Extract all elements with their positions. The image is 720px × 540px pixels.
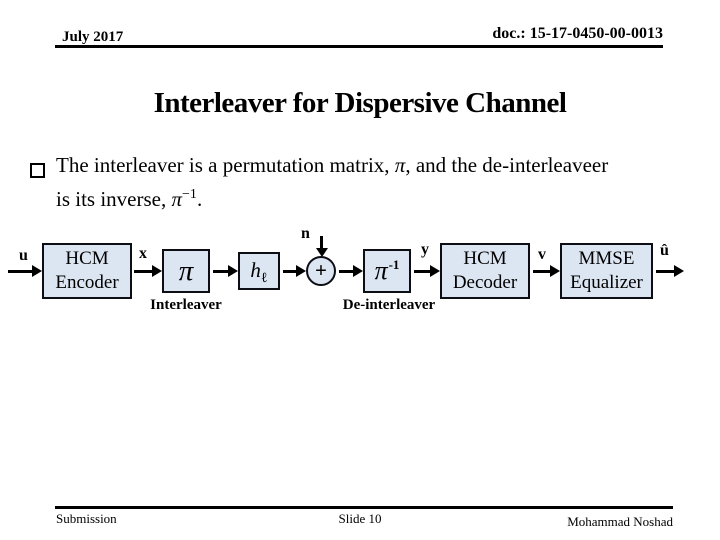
- block-interleaver: π: [162, 249, 210, 293]
- signal-label-u-hat: û: [660, 242, 669, 259]
- bullet-line2-end: .: [196, 187, 203, 211]
- signal-label-n: n: [301, 225, 310, 242]
- footer-submission: Submission: [56, 511, 117, 526]
- arrow-noise-down: [315, 236, 328, 257]
- signal-label-x: x: [139, 245, 147, 262]
- block-deinterleaver: π-1: [363, 249, 411, 293]
- header-doc-number: doc.: 15-17-0450-00-0013: [492, 25, 663, 42]
- square-bullet-icon: [30, 163, 45, 178]
- block-adder: +: [306, 256, 336, 286]
- signal-label-v: v: [538, 246, 546, 263]
- plus-icon: +: [315, 257, 327, 282]
- bullet-item: The interleaver is a permutation matrix,…: [30, 150, 702, 214]
- header-date: July 2017: [62, 29, 124, 45]
- arrow-channel-to-adder: [283, 265, 306, 277]
- deinterleaver-pi: π: [374, 256, 388, 285]
- bullet-marker: [30, 150, 56, 214]
- slide-title: Interleaver for Dispersive Channel: [153, 87, 567, 119]
- block-hcm-decoder: HCM Decoder: [440, 243, 530, 299]
- encoder-line2: Encoder: [55, 272, 119, 293]
- interleaver-caption: Interleaver: [150, 297, 222, 313]
- equalizer-line2: Equalizer: [570, 272, 643, 293]
- bullet-line2-text: is its inverse,: [56, 187, 172, 211]
- block-mmse-equalizer-label: MMSE Equalizer: [570, 247, 643, 295]
- pi-symbol: π: [394, 153, 406, 177]
- decoder-line2: Decoder: [452, 272, 518, 293]
- block-channel: hℓ: [238, 252, 280, 290]
- header-rule: [55, 45, 663, 48]
- pi-inverse-symbol: π: [171, 187, 183, 211]
- channel-subscript: ℓ: [260, 271, 268, 287]
- block-mmse-equalizer: MMSE Equalizer: [560, 243, 653, 299]
- footer-author: Mohammad Noshad: [567, 514, 673, 529]
- encoder-line1: HCM: [65, 248, 109, 269]
- bullet-line1-cont: , and the de-interleaveer: [405, 153, 609, 177]
- footer-slide-number: Slide 10: [338, 511, 382, 526]
- arrow-decoder-to-equalizer: [533, 265, 560, 277]
- equalizer-line1: MMSE: [578, 248, 635, 269]
- channel-symbol: hℓ: [250, 257, 268, 287]
- arrow-encoder-to-interleaver: [134, 265, 162, 277]
- pi-inverse-exponent: −1: [182, 187, 197, 202]
- bullet-line1-text: The interleaver is a permutation matrix,: [56, 153, 395, 177]
- deinterleaver-exponent: -1: [388, 257, 400, 273]
- deinterleaver-caption: De-interleaver: [342, 297, 436, 313]
- footer-rule: [55, 506, 673, 509]
- arrow-output: [656, 265, 684, 277]
- arrow-deinterleaver-to-decoder: [414, 265, 440, 277]
- arrow-adder-to-deinterleaver: [339, 265, 363, 277]
- bullet-text: The interleaver is a permutation matrix,…: [56, 150, 608, 214]
- block-hcm-encoder: HCM Encoder: [42, 243, 132, 299]
- arrow-interleaver-to-channel: [213, 265, 238, 277]
- signal-label-u: u: [19, 247, 28, 264]
- block-hcm-encoder-label: HCM Encoder: [55, 247, 118, 295]
- signal-label-y: y: [421, 241, 429, 258]
- deinterleaver-symbol: π-1: [375, 256, 400, 286]
- channel-h: h: [250, 257, 261, 282]
- decoder-line1: HCM: [463, 248, 507, 269]
- block-hcm-decoder-label: HCM Decoder: [453, 247, 517, 295]
- interleaver-symbol: π: [178, 254, 194, 287]
- arrow-input: [8, 265, 42, 277]
